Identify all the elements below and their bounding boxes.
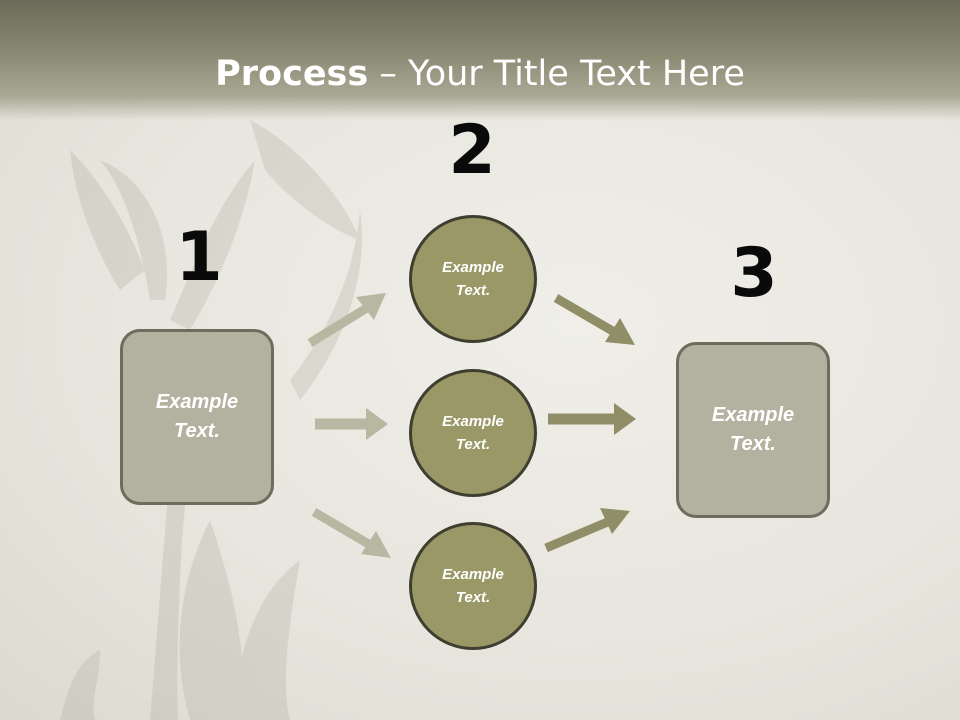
title-rest: – Your Title Text Here [368,54,745,94]
step-2-circle-bottom: Example Text. [409,522,537,650]
step-number-3: 3 [730,234,778,313]
step-2-circle-top: Example Text. [409,215,537,343]
circle-top-label-line2: Text. [455,282,491,299]
title-bold: Process [215,54,369,94]
circle-middle-label-line2: Text. [455,436,491,453]
arrow-2-to-3-middle [548,403,636,435]
step-number-2: 2 [448,111,496,190]
step-3-box: Example Text. [676,342,830,518]
circle-bottom-label-line1: Example [442,566,504,583]
circle-top-label-line1: Example [442,259,504,276]
title-banner [0,0,960,120]
page-title: Process – Your Title Text Here [0,52,960,96]
step-1-box: Example Text. [120,329,274,505]
arrow-2-to-3-bottom [544,508,630,553]
step-1-label-line2: Text. [174,420,220,442]
step-3-label-line2: Text. [730,433,776,455]
circle-middle-label-line1: Example [442,413,504,430]
step-2-circle-middle: Example Text. [409,369,537,497]
arrow-2-to-3-top [553,294,635,345]
arrow-1-to-2-top [307,293,386,347]
arrow-1-to-2-bottom [311,508,391,558]
arrow-1-to-2-middle [315,408,388,440]
step-number-1: 1 [175,218,223,297]
step-3-label-line1: Example [711,404,795,426]
circle-bottom-label-line2: Text. [455,589,491,606]
step-1-label-line1: Example [155,391,239,413]
